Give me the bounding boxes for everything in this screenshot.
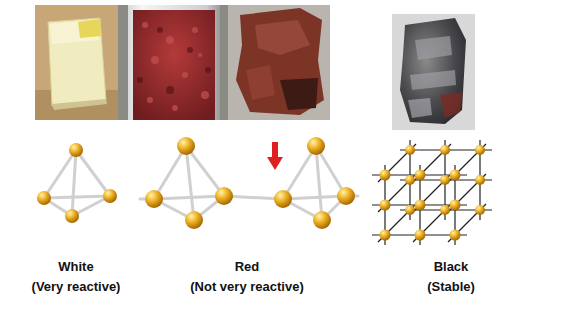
black-phosphorus-photo — [392, 14, 475, 130]
reactivity-note: (Stable) — [427, 279, 475, 295]
white-p4-molecule — [37, 143, 117, 223]
reactivity-note: (Very reactive) — [32, 279, 121, 295]
allotrope-name: Black — [434, 259, 469, 275]
white-phosphorus-photo — [35, 5, 118, 120]
allotrope-name: Red — [235, 259, 260, 275]
allotrope-name: White — [58, 259, 93, 275]
black-p-lattice — [372, 140, 492, 245]
red-phosphorus-chunk-photo — [228, 5, 330, 120]
red-phosphorus-vial-photo — [118, 5, 228, 120]
reactivity-note: (Not very reactive) — [190, 279, 303, 295]
bond-break-arrow — [267, 142, 283, 170]
red-p-chain — [140, 137, 358, 229]
